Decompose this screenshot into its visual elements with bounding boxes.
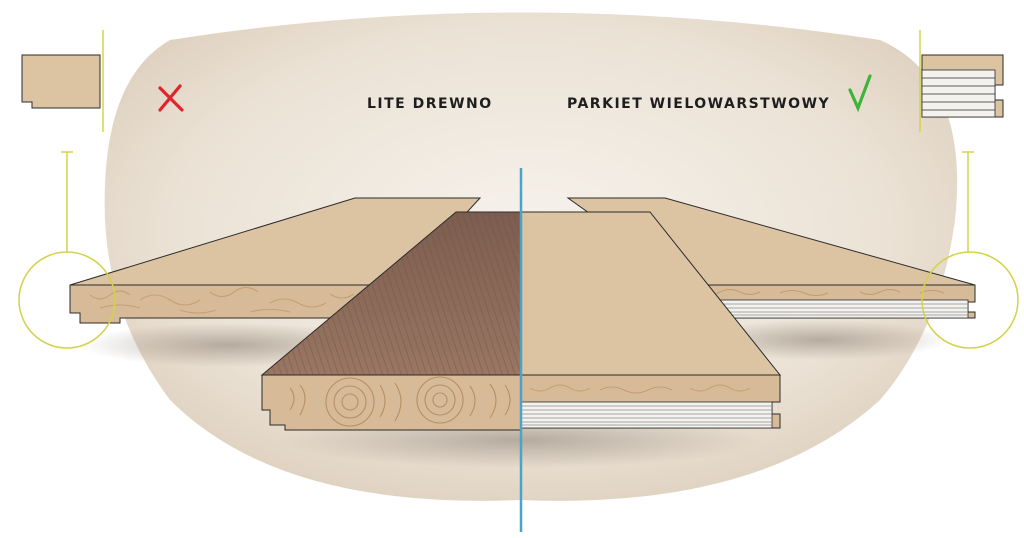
cross-icon [158, 84, 184, 112]
front-plank-engineered-half [521, 211, 782, 429]
back-left-solid-plank [69, 197, 482, 324]
solid-wood-label: LITE DREWNO [367, 96, 493, 112]
solid-profile-callout [18, 30, 116, 349]
check-icon [848, 74, 872, 113]
engineered-profile-callout [919, 30, 1019, 349]
engineered-parquet-label: PARKIET WIELOWARSTWOWY [567, 96, 831, 112]
front-plank-solid-half [260, 211, 521, 431]
